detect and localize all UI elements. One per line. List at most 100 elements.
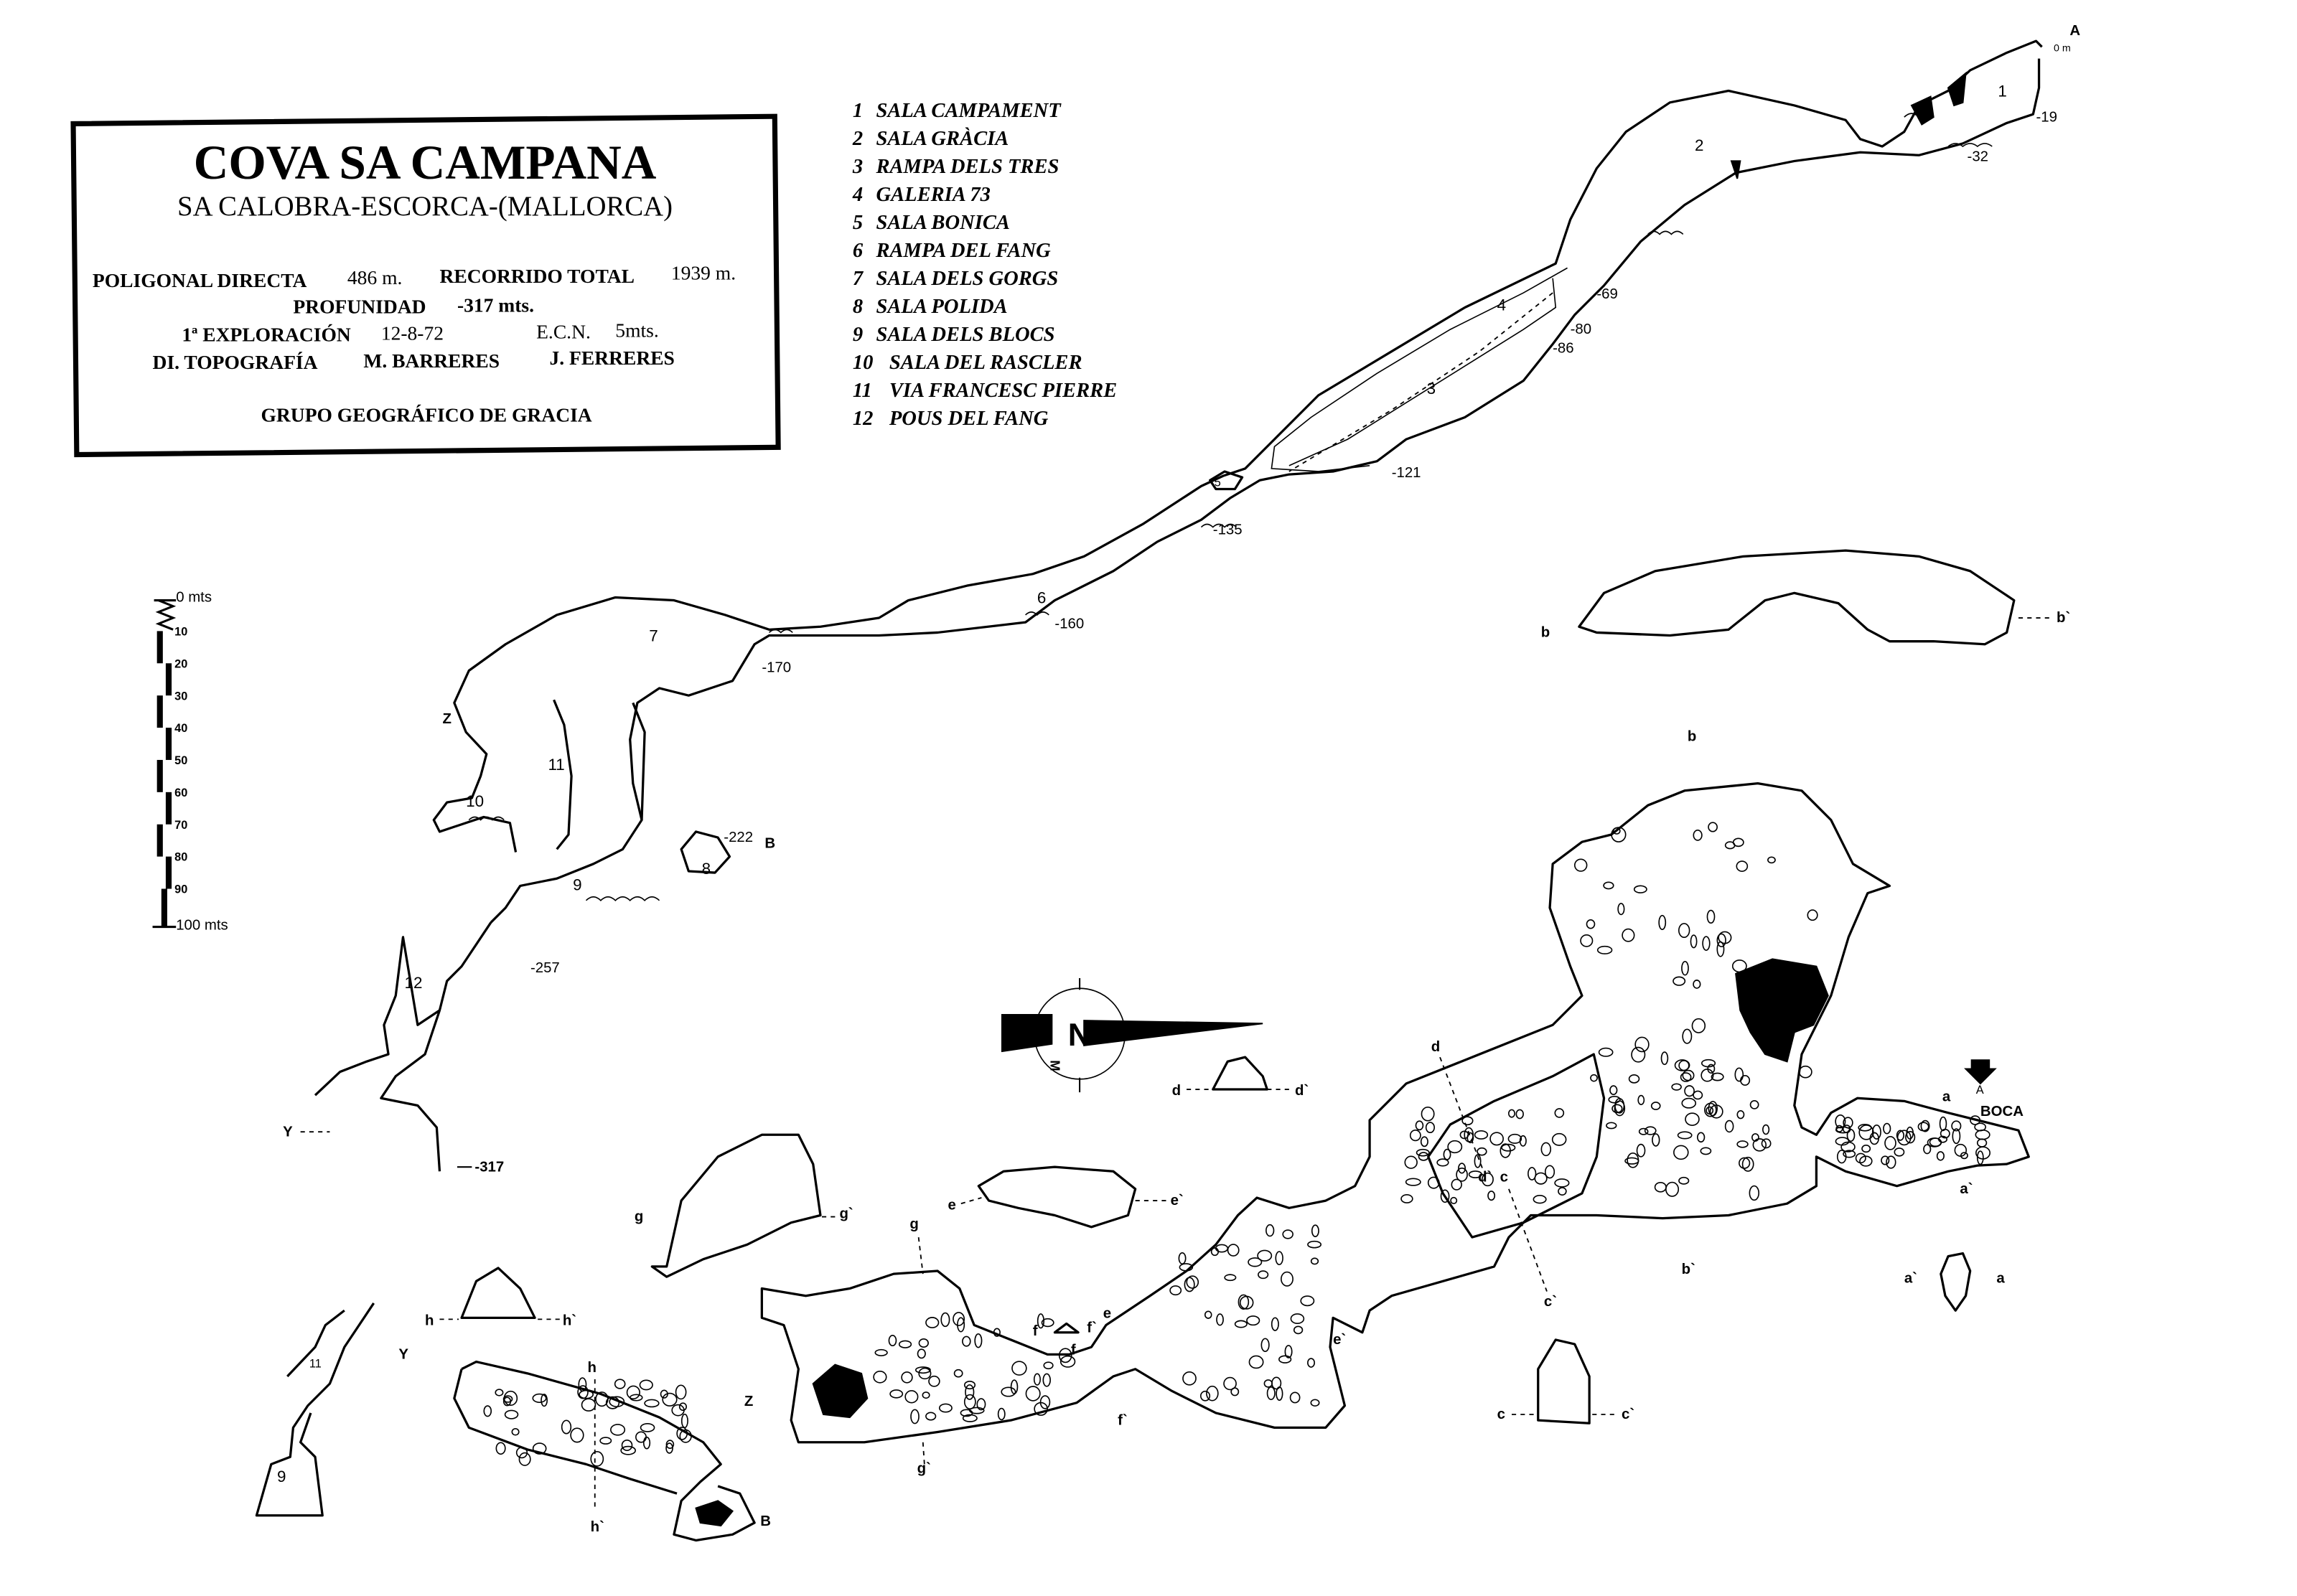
boulder-mark [1263, 1379, 1273, 1388]
room-number-7: 7 [649, 627, 658, 645]
boulder-mark [965, 1384, 975, 1400]
boulder-mark [640, 1422, 655, 1432]
boulder-mark [1858, 1125, 1874, 1140]
section-d-start: d [1172, 1083, 1181, 1099]
plan-room-11: 11 [309, 1358, 322, 1371]
boulder-mark [577, 1385, 589, 1399]
boulder-mark [1278, 1355, 1292, 1363]
boulder-mark [1224, 1274, 1237, 1282]
legend-number: 11 [853, 380, 872, 402]
plan-c-marker: c [1500, 1170, 1508, 1186]
boulder-mark [1534, 1172, 1548, 1185]
boulder-mark [1693, 1090, 1703, 1100]
profile-lower-shafts [314, 699, 646, 1172]
boulder-mark [1617, 903, 1625, 916]
boulder-mark [1281, 1271, 1293, 1287]
section-e [977, 1165, 1137, 1229]
profile-labels: A 0 m 1 2 -19 -32 4 3 -69 -80 -86 5 -121… [283, 23, 2080, 1175]
recorrido-value: 1939 m. [671, 262, 736, 284]
boulder-mark [1501, 1143, 1516, 1152]
depth-80: -80 [1571, 321, 1591, 337]
legend-number: 9 [853, 324, 863, 346]
scale-tick-label: 40 [174, 722, 187, 735]
boulder-mark [1693, 980, 1701, 989]
boulder-mark [1622, 928, 1635, 942]
boulder-mark [1724, 1119, 1734, 1133]
boulder-mark [918, 1338, 929, 1348]
boulder-mark [1507, 1109, 1515, 1118]
boulder-mark [1540, 1142, 1552, 1157]
title-box-frame [70, 113, 781, 458]
boulder-mark [918, 1367, 932, 1380]
boulder-mark [1258, 1270, 1269, 1280]
sala-bonica-outline [1209, 470, 1244, 491]
north-arrow: N M [1001, 977, 1263, 1093]
boulder-mark [665, 1440, 675, 1450]
section-f-start: f [1033, 1323, 1038, 1339]
boulder-mark [1489, 1132, 1504, 1146]
plan-main-outline [760, 781, 2030, 1444]
boulder-mark [1858, 1124, 1872, 1132]
boulder-mark [1011, 1361, 1027, 1376]
topografia-label: DI. TOPOGRAFÍA [153, 351, 318, 373]
boulder-mark [1425, 1122, 1436, 1134]
profundidad-label: PROFUNIDAD [293, 296, 426, 318]
boulder-mark [1590, 1074, 1598, 1082]
boulder-mark [1451, 1178, 1462, 1191]
boulder-mark [1611, 827, 1627, 842]
legend-number: 3 [852, 156, 863, 178]
scale-unit-top: 0 mts [176, 590, 212, 606]
boulder-mark [1846, 1129, 1856, 1142]
boulder-mark [1871, 1125, 1881, 1140]
section-c-start: c [1497, 1407, 1505, 1422]
sala-polida-outline [680, 830, 731, 874]
section-a-end: a [1996, 1270, 2005, 1286]
boulder-mark [963, 1380, 976, 1390]
boulder-mark [1246, 1315, 1260, 1326]
legend-number: 4 [852, 184, 863, 206]
boulder-mark [578, 1377, 587, 1392]
boulder-mark [1685, 1112, 1700, 1126]
boulder-mark [1558, 1187, 1567, 1196]
boulder-mark [953, 1369, 963, 1378]
room-number-11: 11 [548, 756, 564, 774]
boulder-mark [1573, 858, 1588, 872]
boulder-mark [928, 1375, 940, 1387]
boulder-mark [495, 1442, 506, 1455]
section-c [1537, 1338, 1591, 1424]
boulder-mark [1767, 856, 1776, 864]
boulder-mark [1736, 860, 1749, 872]
boulder-mark [1307, 1358, 1315, 1368]
boulder-mark [1266, 1224, 1275, 1237]
boulder-mark [504, 1409, 519, 1419]
boulder-mark [1708, 822, 1718, 832]
boulder-mark [1178, 1252, 1187, 1264]
boulder-mark [1409, 1129, 1421, 1142]
boulder-mark [1477, 1147, 1487, 1156]
boulder-mark [1960, 1152, 1968, 1160]
boulder-mark [976, 1398, 986, 1411]
boulder-mark [541, 1394, 548, 1407]
topografia-author-1: M. BARRERES [363, 349, 500, 372]
boulder-mark [644, 1399, 660, 1408]
boulder-mark [1952, 1128, 1961, 1145]
boulder-mark [1940, 1128, 1950, 1139]
section-g-end: g` [839, 1206, 853, 1222]
plan-lake-main [1735, 958, 1829, 1063]
legend-number: 6 [853, 240, 864, 262]
boulder-mark [1631, 1046, 1646, 1063]
boulder-mark [904, 1390, 919, 1404]
plan-a-marker: A [1976, 1084, 1984, 1097]
boulder-mark [873, 1371, 887, 1384]
legend-number: 7 [853, 268, 864, 290]
section-b-start: b [1541, 625, 1550, 641]
section-h-end: h` [563, 1313, 576, 1329]
boulder-mark [1690, 934, 1698, 949]
boulder-mark [1881, 1155, 1890, 1165]
boulder-mark [1311, 1224, 1319, 1237]
plan-h-prime-marker: h` [591, 1519, 604, 1535]
boulder-mark [1736, 1109, 1745, 1119]
boulder-mark [1917, 1122, 1929, 1132]
boulder-mark [1290, 1313, 1305, 1325]
boulder-mark [1718, 931, 1732, 944]
